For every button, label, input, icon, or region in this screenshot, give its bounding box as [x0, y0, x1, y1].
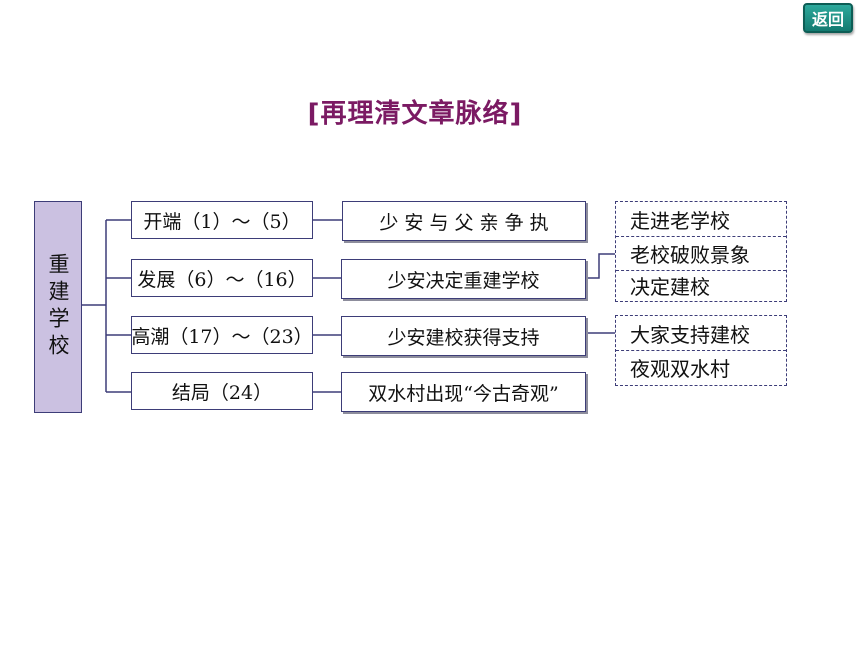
stage-box-1: 开端（1）～（5） [131, 201, 313, 239]
event-box-4: 双水村出现“今古奇观” [341, 372, 586, 412]
connector-details-2 [587, 253, 615, 279]
root-node: 重建学校 [34, 201, 82, 413]
detail-divider [616, 270, 786, 271]
back-button[interactable]: 返回 [803, 3, 853, 33]
detail-item: 大家支持建校 [630, 322, 750, 347]
detail-item: 决定建校 [630, 275, 710, 299]
page-title: [再理清文章脉络] [307, 99, 523, 129]
detail-group-development: 走进老学校 老校破败景象 决定建校 [615, 201, 787, 302]
stage-box-3: 高潮（17）～（23） [131, 316, 313, 354]
event-box-2: 少安决定重建学校 [341, 259, 586, 299]
stage-box-2: 发展（6）～（16） [131, 259, 313, 297]
detail-item: 走进老学校 [630, 208, 730, 233]
detail-divider [616, 350, 786, 351]
event-box-3: 少安建校获得支持 [341, 316, 586, 356]
detail-item: 老校破败景象 [630, 242, 750, 267]
detail-divider [616, 236, 786, 237]
stage-box-4: 结局（24） [131, 372, 313, 410]
detail-item: 夜观双水村 [630, 357, 730, 381]
detail-group-climax: 大家支持建校 夜观双水村 [615, 315, 787, 386]
event-box-1: 少 安 与 父 亲 争 执 [342, 201, 586, 241]
root-label: 重建学校 [46, 253, 70, 361]
